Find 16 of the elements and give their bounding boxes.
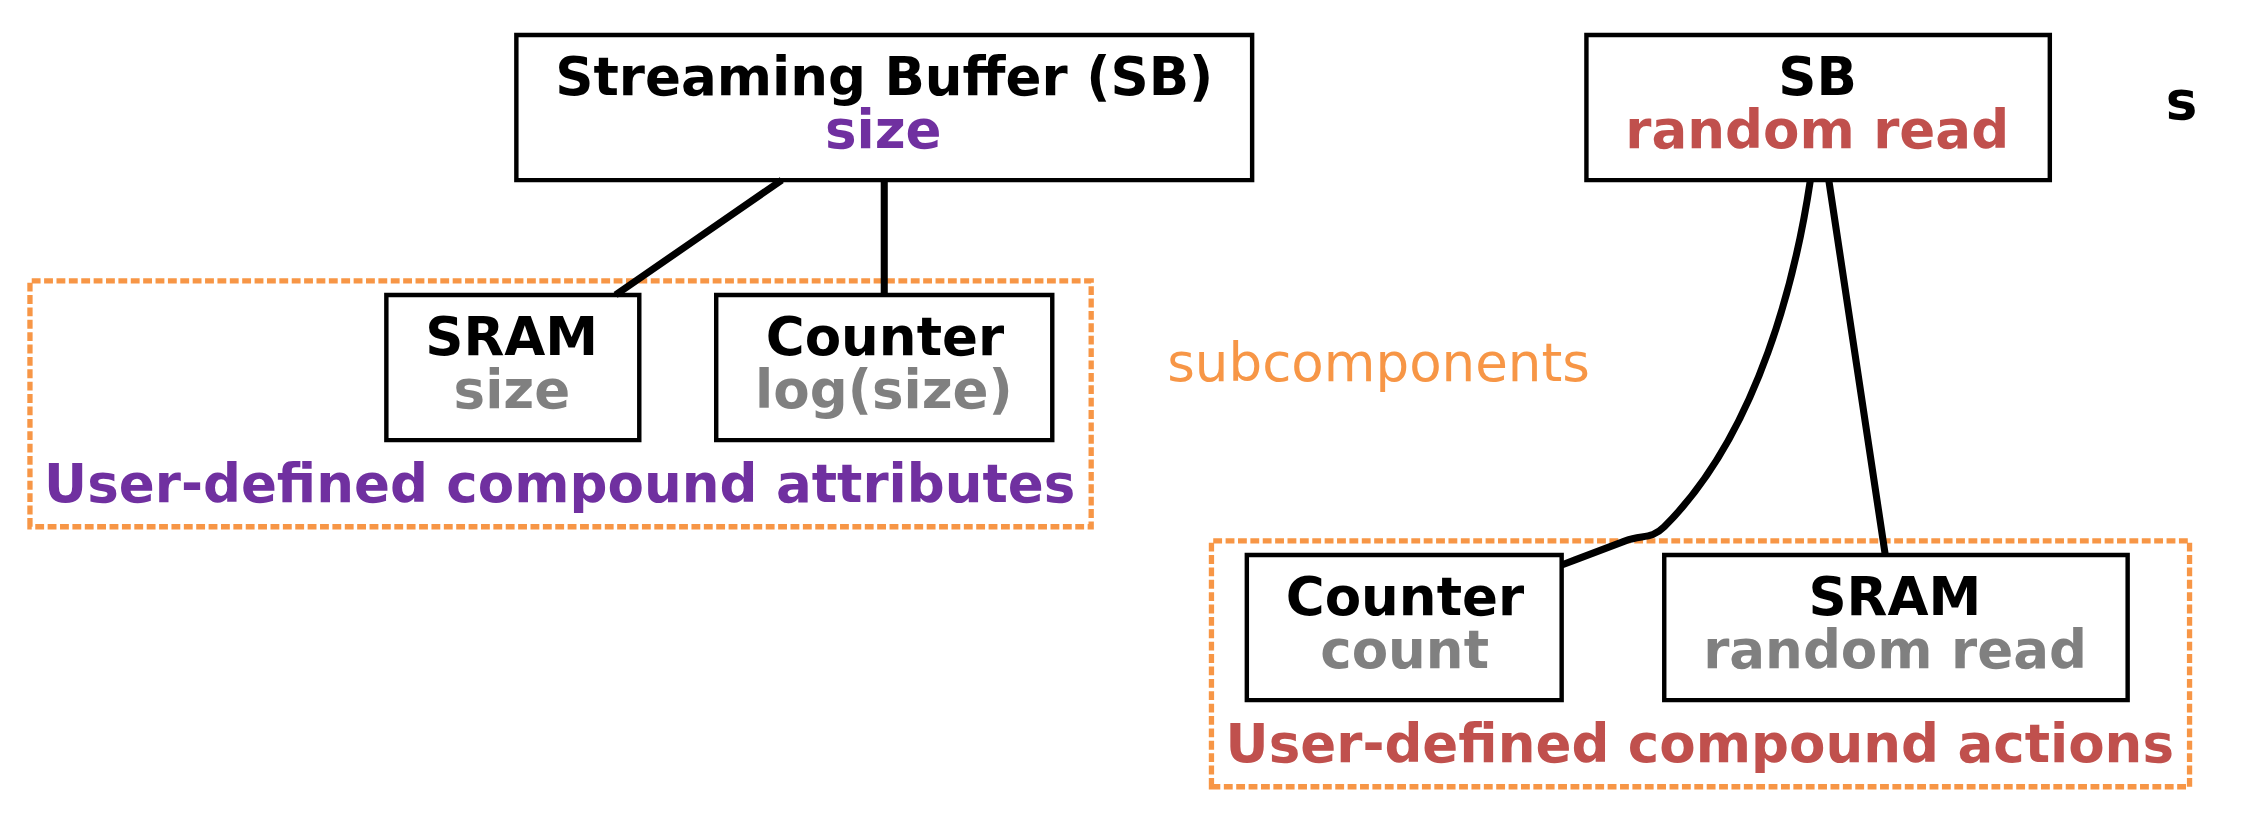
connector [880,179,888,295]
node-box: Counter log(size) [714,292,1055,442]
node-box: SB random read [1584,32,2053,182]
cluster [1208,537,2193,789]
node-box: Streaming Buffer (SB) size [514,32,1255,182]
label: s [2165,69,2198,132]
connector [1560,179,1814,568]
node-box: SRAM random read [1662,552,2130,702]
node-box: SRAM size [384,292,642,442]
node-box: Counter count [1244,552,1564,702]
label: subcomponents [1167,331,1590,394]
connector [613,176,784,298]
cluster [27,277,1094,529]
node-label: User-defined compound actions [1225,712,2174,775]
node-label: User-defined compound attributes [44,452,1076,515]
connector [1825,179,1889,555]
